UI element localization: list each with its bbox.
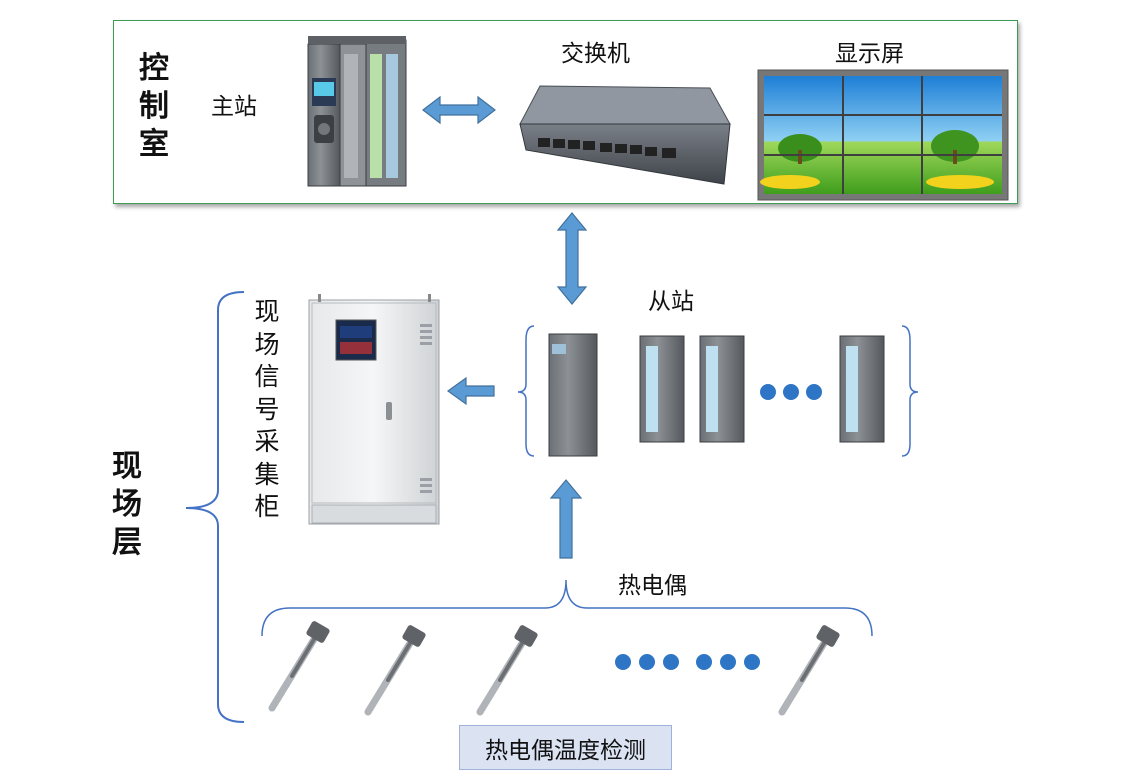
label-char: 号 (254, 394, 280, 424)
network-switch-icon (519, 85, 731, 185)
slave-brackets (517, 325, 919, 457)
title-char: 场 (112, 487, 142, 522)
thermocouple-icon (778, 625, 840, 716)
label-char: 场 (254, 329, 280, 359)
title-char: 现 (112, 449, 142, 484)
thermocouple-icon (476, 625, 538, 716)
master-switch-double-arrow (422, 95, 496, 125)
label-char: 现 (254, 297, 280, 326)
title-char: 控 (139, 51, 169, 86)
arrows (422, 95, 588, 559)
thermocouple-icon (268, 621, 330, 712)
master-station-label: 主站 (211, 94, 257, 120)
label-char: 柜 (254, 492, 280, 521)
thermocouple-icon (364, 625, 426, 716)
label-char: 采 (254, 427, 280, 456)
collection-cabinet-icon (308, 294, 440, 525)
slave-ellipsis-dots (760, 384, 822, 400)
thermocouple-label: 热电偶 (618, 573, 687, 599)
title-char: 制 (139, 89, 169, 124)
label-char: 信 (254, 362, 280, 391)
field-layer-title: 现 场 层 (107, 448, 147, 562)
slave-station-label: 从站 (648, 289, 694, 315)
field-layer-brace (185, 291, 245, 723)
caption-box: 热电偶温度检测 (459, 725, 672, 770)
display-screen-icon (757, 69, 1009, 201)
slave-to-cabinet-arrow (446, 376, 495, 406)
label-char: 集 (254, 459, 280, 489)
slave-station-icon (548, 333, 885, 457)
title-char: 室 (139, 127, 169, 162)
thermocouple-brace (261, 579, 873, 637)
title-char: 层 (112, 525, 142, 560)
thermocouple-to-slave-arrow (549, 479, 583, 559)
display-label: 显示屏 (835, 41, 904, 67)
switch-label: 交换机 (561, 41, 630, 67)
control-room-title: 控 制 室 (134, 50, 174, 164)
cabinet-label: 现 场 信 号 采 集 柜 (252, 296, 282, 524)
thermocouple-icons (268, 621, 840, 716)
caption-text: 热电偶温度检测 (485, 737, 646, 764)
control-slave-double-arrow (556, 212, 588, 305)
thermocouple-ellipsis-dots (615, 654, 760, 670)
master-plc-icon (307, 36, 407, 187)
